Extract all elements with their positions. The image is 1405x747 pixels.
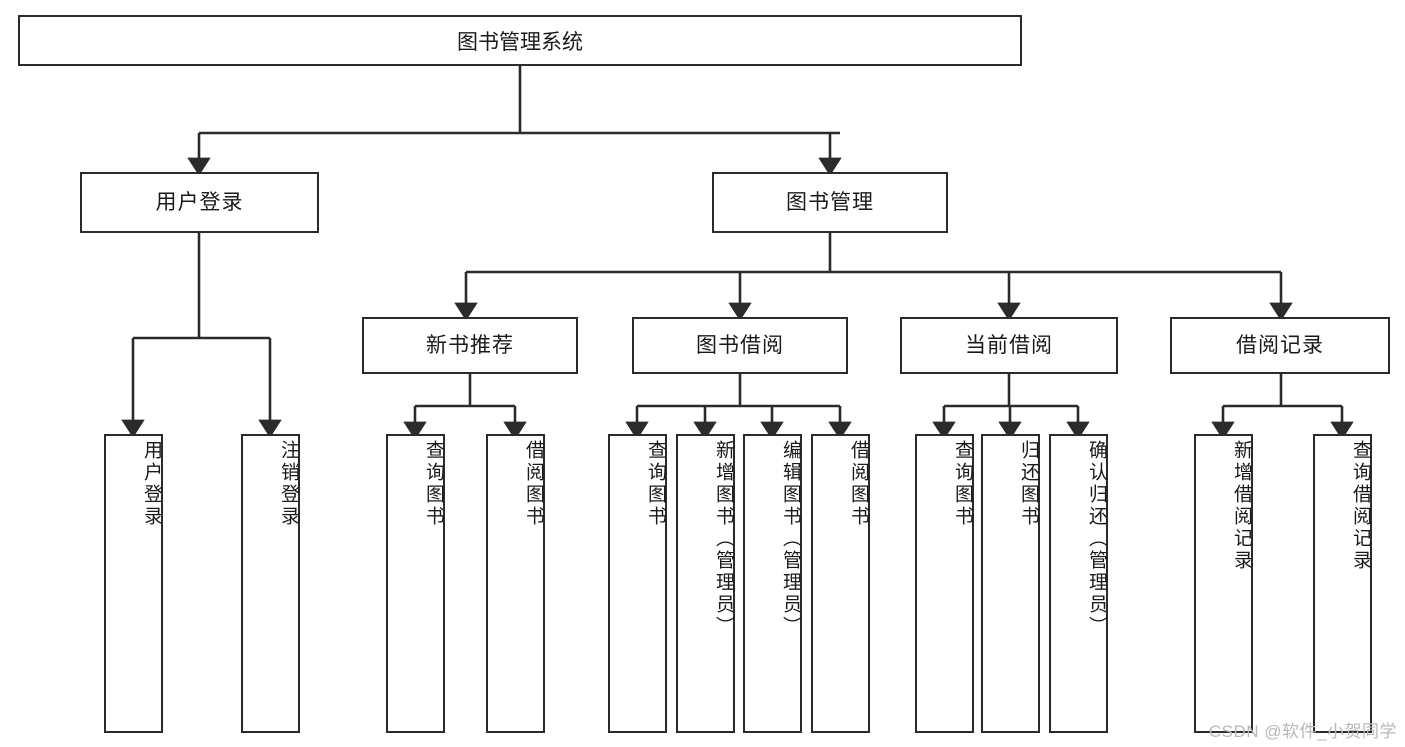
node-new-book-recommend[interactable]: 新书推荐 — [362, 317, 578, 374]
node-label: 用户登录 — [155, 190, 244, 214]
node-user-login[interactable]: 用户登录 — [80, 172, 319, 233]
leaf-user-login[interactable]: 用户登录 — [104, 434, 163, 733]
node-label: 查询图书 — [645, 440, 666, 528]
leaf-query-book-2[interactable]: 查询图书 — [608, 434, 667, 733]
node-label: 图书管理系统 — [457, 30, 583, 54]
node-label: 新增借阅记录 — [1231, 440, 1252, 572]
node-book-borrow[interactable]: 图书借阅 — [632, 317, 848, 374]
node-label: 当前借阅 — [965, 333, 1053, 357]
leaf-query-book-3[interactable]: 查询图书 — [915, 434, 974, 733]
node-root-system[interactable]: 图书管理系统 — [18, 15, 1022, 66]
node-label: 确认归还（管理员） — [1086, 440, 1107, 638]
node-label: 用户登录 — [141, 440, 162, 528]
node-borrow-record[interactable]: 借阅记录 — [1170, 317, 1390, 374]
leaf-borrow-book-2[interactable]: 借阅图书 — [811, 434, 870, 733]
node-label: 图书借阅 — [696, 333, 784, 357]
leaf-query-book-1[interactable]: 查询图书 — [386, 434, 445, 733]
node-label: 查询图书 — [952, 440, 973, 528]
watermark-text: CSDN @软件_小贺同学 — [1208, 722, 1397, 741]
leaf-logout-login[interactable]: 注销登录 — [241, 434, 300, 733]
node-label: 查询图书 — [423, 440, 444, 528]
node-label: 编辑图书（管理员） — [780, 440, 801, 638]
node-label: 图书管理 — [786, 190, 874, 214]
node-label: 新增图书（管理员） — [713, 440, 734, 638]
node-label: 查询借阅记录 — [1350, 440, 1371, 572]
leaf-add-book[interactable]: 新增图书（管理员） — [676, 434, 735, 733]
leaf-edit-book[interactable]: 编辑图书（管理员） — [743, 434, 802, 733]
node-label: 借阅图书 — [848, 440, 869, 528]
leaf-borrow-book-1[interactable]: 借阅图书 — [486, 434, 545, 733]
node-label: 新书推荐 — [426, 333, 514, 357]
node-label: 借阅记录 — [1236, 333, 1324, 357]
node-label: 归还图书 — [1018, 440, 1039, 528]
node-label: 注销登录 — [278, 440, 299, 528]
node-current-borrow[interactable]: 当前借阅 — [900, 317, 1118, 374]
leaf-add-record[interactable]: 新增借阅记录 — [1194, 434, 1253, 733]
node-book-management[interactable]: 图书管理 — [712, 172, 948, 233]
leaf-query-record[interactable]: 查询借阅记录 — [1313, 434, 1372, 733]
leaf-return-book[interactable]: 归还图书 — [981, 434, 1040, 733]
leaf-confirm-return[interactable]: 确认归还（管理员） — [1049, 434, 1108, 733]
node-label: 借阅图书 — [523, 440, 544, 528]
